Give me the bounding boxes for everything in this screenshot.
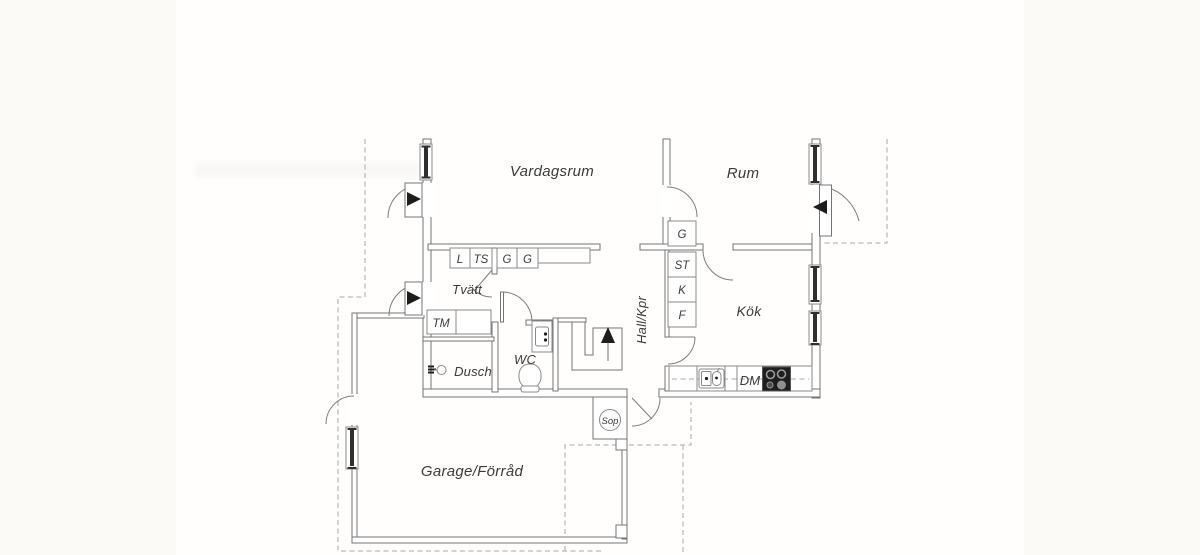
appliance-label-dishwasher: DM xyxy=(740,373,761,388)
cabinet-box xyxy=(667,251,697,278)
wall-segment xyxy=(351,536,628,544)
room-label-living: Vardagsrum xyxy=(510,163,594,180)
roof-overhang-dashed-line xyxy=(337,139,888,554)
window-icon xyxy=(808,143,822,185)
back-door-swing xyxy=(631,397,661,427)
waste-bin: Sop xyxy=(599,409,621,431)
toilet-icon xyxy=(518,363,542,393)
wall-segment xyxy=(664,365,670,392)
door-openings xyxy=(350,183,823,425)
wall-segment xyxy=(552,317,559,392)
door-swing-room xyxy=(666,186,698,218)
cabinet-labels: L TS G G G ST K F TM DM xyxy=(432,229,760,388)
window-icon xyxy=(345,426,359,470)
staircase xyxy=(571,322,623,371)
bath-fixtures xyxy=(428,320,553,393)
windows xyxy=(345,143,822,470)
wall-pilaster xyxy=(615,524,628,539)
bench-box xyxy=(455,309,492,335)
wall-segment xyxy=(491,321,499,393)
cabinet-label-wardrobe: G xyxy=(678,229,687,241)
room-labels: Vardagsrum Rum Tvätt Dusch WC Hall/Kpr K… xyxy=(421,163,762,480)
door-swing-kitchen-north xyxy=(702,249,734,281)
shower-icon xyxy=(428,365,447,375)
entrance-door-east xyxy=(813,184,860,237)
room-label-room: Rum xyxy=(727,165,760,182)
room-label-shower: Dusch xyxy=(454,364,492,379)
doors xyxy=(325,182,860,427)
entrance-arrow-icon xyxy=(407,192,421,206)
cabinet-label-wardrobe: G xyxy=(523,254,532,266)
entrance-door-west-laundry xyxy=(388,281,423,317)
sink-icon xyxy=(531,320,553,353)
plan-panel xyxy=(176,0,1024,555)
cabinet-label-freezer: F xyxy=(678,310,686,322)
window-icon xyxy=(419,143,433,181)
waste-room-walls xyxy=(592,396,628,440)
room-label-wc: WC xyxy=(514,352,536,367)
shelf xyxy=(537,247,591,264)
cabinet-box xyxy=(667,220,697,247)
door-leaf xyxy=(500,291,504,323)
waste-bin-circle xyxy=(599,409,621,431)
entrance-arrow-icon xyxy=(407,291,421,305)
door-swing-wc xyxy=(500,291,533,323)
wall-segment xyxy=(732,243,813,251)
kitchen-sink-icon xyxy=(698,367,725,389)
cabinet-box xyxy=(469,247,493,269)
cabinets xyxy=(426,220,697,335)
wall-segment xyxy=(557,317,587,323)
wall-segment xyxy=(422,336,495,342)
cabinet-label-linen: L xyxy=(457,254,463,266)
cabinet-box xyxy=(667,301,697,328)
entrance-arrow-icon xyxy=(813,200,827,214)
room-label-kitchen: Kök xyxy=(736,303,762,319)
door-swing-laundry xyxy=(472,269,493,298)
garage-door-swing xyxy=(325,395,355,425)
stairs-up-arrow-icon xyxy=(601,327,615,343)
appliance-label-washer: TM xyxy=(432,316,449,330)
cabinet-label-drying: TS xyxy=(474,254,489,266)
wall-segment xyxy=(491,247,498,275)
wall-pilaster xyxy=(615,437,628,451)
window-icon xyxy=(808,310,822,346)
window-icon xyxy=(808,264,822,305)
room-label-hall: Hall/Kpr xyxy=(634,296,649,344)
cabinet-label-wardrobe: G xyxy=(503,254,512,266)
waste-label: Sop xyxy=(602,416,619,427)
room-label-laundry: Tvätt xyxy=(452,282,483,297)
cabinet-box xyxy=(667,276,697,303)
stove-icon xyxy=(762,366,791,392)
entrance-door-west-living xyxy=(387,182,423,219)
room-label-garage: Garage/Förråd xyxy=(421,463,524,480)
wall-segment xyxy=(621,437,628,540)
door-swing-hall-kitchen xyxy=(667,336,696,365)
faded-watermark xyxy=(195,162,420,178)
cabinet-label-fridge: K xyxy=(678,285,687,297)
cabinet-label-cleaning: ST xyxy=(675,260,691,272)
kitchen-counter xyxy=(668,365,813,392)
